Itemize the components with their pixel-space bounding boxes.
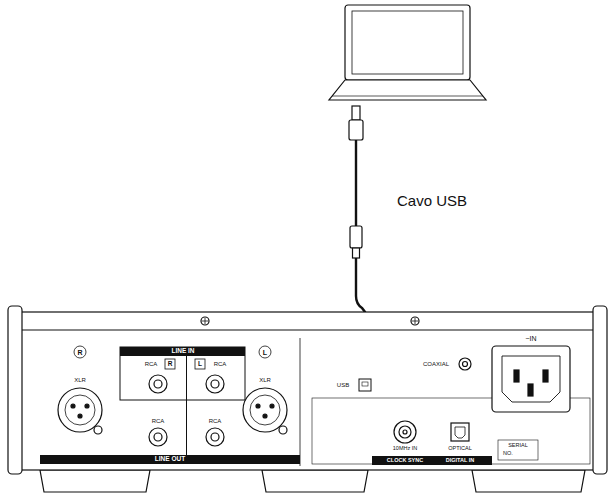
channel-mark: L	[198, 361, 202, 368]
channel-mark: R	[168, 361, 173, 368]
xlr-jack	[243, 388, 287, 434]
port-label: OPTICAL	[448, 446, 472, 452]
section-title: CLOCK SYNC	[387, 458, 423, 464]
port-label: COAXIAL	[423, 361, 449, 367]
section-title: LINE IN	[171, 348, 194, 355]
coaxial-jack	[459, 358, 471, 370]
cable-label: Cavo USB	[397, 193, 467, 208]
laptop-screen	[345, 5, 470, 80]
usb-a-plug	[352, 106, 360, 120]
jack-label: RCA	[152, 418, 165, 424]
optical-jack	[451, 423, 469, 441]
usb-cable	[355, 140, 357, 226]
power-inlet	[492, 346, 570, 412]
jack-label: RCA	[209, 418, 222, 424]
end-cap	[593, 306, 607, 474]
channel-mark: L	[263, 349, 267, 356]
label-bar	[428, 456, 492, 465]
serial-label: SERIAL	[508, 443, 528, 449]
usb-port	[359, 379, 371, 391]
section-title: LINE OUT	[155, 456, 185, 463]
port-label: USB	[337, 382, 349, 388]
bnc-jack	[394, 421, 416, 443]
usb-b-plug	[350, 226, 362, 248]
foot	[40, 470, 150, 492]
xlr-jack	[58, 388, 102, 434]
section-title: DIGITAL IN	[446, 458, 475, 464]
jack-label: RCA	[145, 361, 158, 367]
laptop-display	[352, 11, 463, 74]
port-label: 10MHz IN	[393, 446, 417, 452]
device-body	[18, 312, 597, 470]
serial-label: NO.	[503, 451, 513, 457]
jack-label: XLR	[259, 377, 271, 383]
port-label: ~IN	[525, 335, 536, 342]
foot	[262, 470, 368, 492]
channel-mark: R	[77, 349, 82, 356]
jack-label: RCA	[214, 361, 227, 367]
foot	[472, 470, 585, 492]
end-cap	[8, 306, 22, 474]
rca-jack	[149, 375, 224, 446]
label-bar	[40, 455, 300, 464]
jack-label: XLR	[74, 377, 86, 383]
laptop-base	[329, 80, 486, 100]
label-bar	[120, 347, 245, 356]
